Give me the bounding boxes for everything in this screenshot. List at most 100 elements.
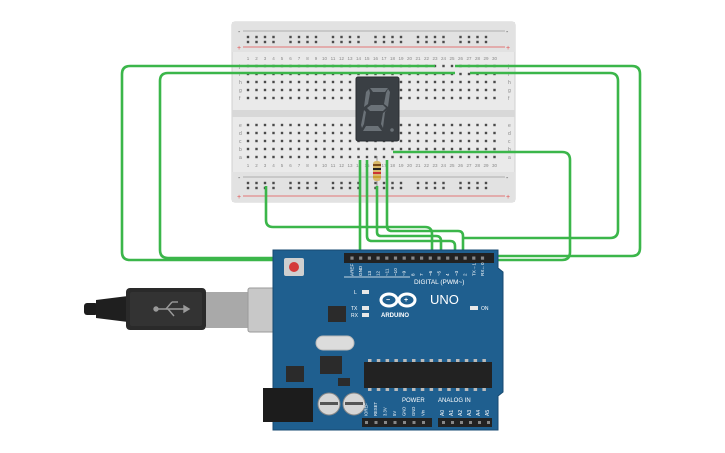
breadboard-hole[interactable] <box>348 155 352 159</box>
rail-hole[interactable] <box>433 181 437 185</box>
breadboard-hole[interactable] <box>442 147 445 151</box>
breadboard-hole[interactable] <box>263 80 267 84</box>
breadboard-hole[interactable] <box>433 131 437 135</box>
breadboard-hole[interactable] <box>272 96 275 100</box>
breadboard-hole[interactable] <box>255 123 258 127</box>
rail-hole[interactable] <box>263 40 267 44</box>
breadboard-hole[interactable] <box>272 80 275 84</box>
breadboard-hole[interactable] <box>416 139 420 143</box>
breadboard-hole[interactable] <box>467 123 471 127</box>
rail-hole[interactable] <box>476 186 479 190</box>
breadboard-hole[interactable] <box>331 96 335 100</box>
breadboard-hole[interactable] <box>263 147 267 151</box>
breadboard-hole[interactable] <box>450 147 454 151</box>
rail-hole[interactable] <box>416 181 420 185</box>
breadboard-hole[interactable] <box>459 96 462 100</box>
breadboard-hole[interactable] <box>442 123 445 127</box>
breadboard-hole[interactable] <box>476 96 479 100</box>
breadboard-hole[interactable] <box>280 131 284 135</box>
breadboard-hole[interactable] <box>467 147 471 151</box>
breadboard-hole[interactable] <box>399 88 403 92</box>
rail-hole[interactable] <box>433 186 437 190</box>
breadboard-hole[interactable] <box>484 96 488 100</box>
analog-pin[interactable] <box>487 421 490 424</box>
breadboard-hole[interactable] <box>467 80 471 84</box>
rail-hole[interactable] <box>467 35 471 39</box>
rail-hole[interactable] <box>442 35 445 39</box>
breadboard-hole[interactable] <box>323 147 326 151</box>
rail-hole[interactable] <box>263 35 267 39</box>
breadboard-hole[interactable] <box>408 123 411 127</box>
breadboard-hole[interactable] <box>263 123 267 127</box>
breadboard-hole[interactable] <box>280 147 284 151</box>
rail-hole[interactable] <box>399 35 403 39</box>
rail-hole[interactable] <box>476 40 479 44</box>
rail-hole[interactable] <box>340 186 343 190</box>
rail-hole[interactable] <box>340 35 343 39</box>
breadboard-hole[interactable] <box>416 131 420 135</box>
breadboard-hole[interactable] <box>263 131 267 135</box>
breadboard-hole[interactable] <box>493 123 496 127</box>
breadboard-hole[interactable] <box>399 96 403 100</box>
breadboard-hole[interactable] <box>280 139 284 143</box>
breadboard-hole[interactable] <box>459 80 462 84</box>
rail-hole[interactable] <box>289 40 292 44</box>
rail-hole[interactable] <box>484 35 488 39</box>
breadboard-hole[interactable] <box>399 80 403 84</box>
rail-hole[interactable] <box>314 181 318 185</box>
rail-hole[interactable] <box>255 40 258 44</box>
breadboard-hole[interactable] <box>331 155 335 159</box>
rail-hole[interactable] <box>348 35 352 39</box>
breadboard-hole[interactable] <box>255 131 258 135</box>
breadboard-hole[interactable] <box>450 139 454 143</box>
rail-hole[interactable] <box>467 40 471 44</box>
breadboard-hole[interactable] <box>331 139 335 143</box>
rail-hole[interactable] <box>297 35 301 39</box>
breadboard-hole[interactable] <box>280 88 284 92</box>
breadboard-hole[interactable] <box>297 155 301 159</box>
rail-hole[interactable] <box>484 40 488 44</box>
power-pin[interactable] <box>403 421 406 424</box>
breadboard-hole[interactable] <box>459 147 462 151</box>
digital-pin[interactable] <box>402 256 406 260</box>
breadboard-hole[interactable] <box>340 131 343 135</box>
digital-pin[interactable] <box>411 256 415 260</box>
rail-hole[interactable] <box>297 186 301 190</box>
breadboard-hole[interactable] <box>306 80 309 84</box>
rail-hole[interactable] <box>476 35 479 39</box>
breadboard-hole[interactable] <box>391 147 394 151</box>
rail-hole[interactable] <box>374 186 377 190</box>
rail-hole[interactable] <box>459 40 462 44</box>
rail-hole[interactable] <box>289 181 292 185</box>
breadboard-hole[interactable] <box>306 96 309 100</box>
rail-hole[interactable] <box>314 186 318 190</box>
breadboard-hole[interactable] <box>331 147 335 151</box>
breadboard-hole[interactable] <box>289 139 292 143</box>
breadboard-hole[interactable] <box>450 96 454 100</box>
analog-pin[interactable] <box>451 421 454 424</box>
breadboard-hole[interactable] <box>348 139 352 143</box>
breadboard-hole[interactable] <box>382 155 386 159</box>
rail-hole[interactable] <box>391 40 394 44</box>
digital-pin[interactable] <box>428 256 432 260</box>
rail-hole[interactable] <box>391 186 394 190</box>
digital-header[interactable] <box>344 253 494 263</box>
breadboard-hole[interactable] <box>493 88 496 92</box>
breadboard-hole[interactable] <box>493 147 496 151</box>
breadboard-hole[interactable] <box>467 155 471 159</box>
breadboard-hole[interactable] <box>442 88 445 92</box>
rail-hole[interactable] <box>331 40 335 44</box>
breadboard-hole[interactable] <box>425 147 428 151</box>
rail-hole[interactable] <box>382 40 386 44</box>
seven-segment-display[interactable] <box>355 76 400 142</box>
breadboard-hole[interactable] <box>493 96 496 100</box>
rail-hole[interactable] <box>374 40 377 44</box>
breadboard-hole[interactable] <box>408 96 411 100</box>
breadboard-hole[interactable] <box>323 80 326 84</box>
breadboard-hole[interactable] <box>459 131 462 135</box>
breadboard-hole[interactable] <box>340 155 343 159</box>
rail-hole[interactable] <box>246 40 250 44</box>
breadboard-hole[interactable] <box>416 123 420 127</box>
breadboard-hole[interactable] <box>399 155 403 159</box>
